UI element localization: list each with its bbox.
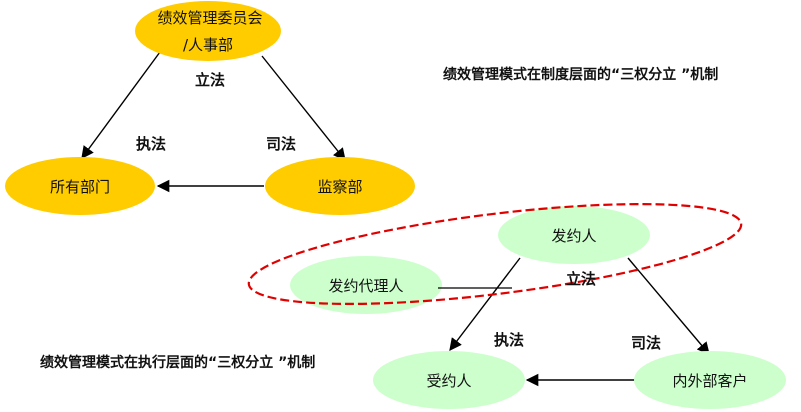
node-supervision [265, 157, 415, 215]
edge-label-judiciary: 司法 [266, 135, 296, 153]
node-issuer-agent [290, 256, 442, 314]
node-recipient [373, 351, 525, 409]
arrow-committee-to-departments [81, 51, 161, 160]
top-diagram: 绩效管理委员会 /人事部 所有部门 监察部 立法 执法 司法 绩效管理模式在制度… [5, 1, 718, 215]
node-committee [135, 1, 281, 61]
arrow-committee-to-supervision [261, 55, 346, 161]
node-all-departments-label: 所有部门 [50, 178, 110, 196]
node-issuer-agent-label: 发约代理人 [328, 277, 403, 295]
arrow-issuer-to-recipient [449, 257, 521, 352]
node-committee-label-line1: 绩效管理委员会 [157, 9, 262, 27]
edge-label-legislation: 立法 [195, 71, 225, 89]
top-diagram-caption: 绩效管理模式在制度层面的“三权分立 ”机制 [443, 66, 718, 83]
edge-label-legislation-execution: 立法 [566, 270, 596, 288]
edge-label-enforcement-execution: 执法 [494, 331, 524, 349]
bottom-diagram-caption: 绩效管理模式在执行层面的“三权分立 ”机制 [40, 354, 315, 371]
bottom-diagram: 发约人 发约代理人 受约人 内外部客户 立法 执法 司法 绩效管理模式在执行层面… [40, 203, 786, 409]
node-customers [634, 351, 786, 409]
node-customers-label: 内外部客户 [672, 372, 747, 390]
node-issuer [498, 206, 650, 264]
node-committee-label-line2: /人事部 [183, 36, 233, 54]
edge-label-enforcement: 执法 [136, 135, 166, 153]
edge-label-judiciary-execution: 司法 [631, 334, 661, 352]
arrow-issuer-to-customers [627, 257, 710, 355]
node-issuer-label: 发约人 [551, 227, 596, 245]
node-all-departments [5, 157, 155, 215]
highlight-dashed-ellipse [247, 203, 743, 305]
node-recipient-label: 受约人 [426, 372, 471, 390]
node-supervision-label: 监察部 [317, 178, 362, 196]
